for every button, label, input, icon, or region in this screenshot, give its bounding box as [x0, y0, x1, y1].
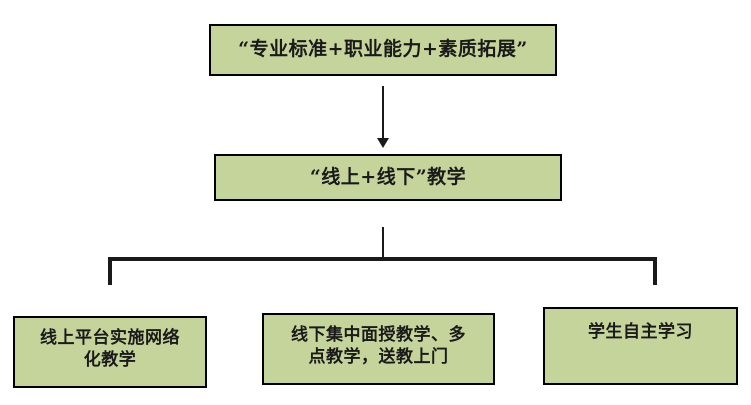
node-teaching-mode: “线上+线下”教学 — [214, 154, 562, 201]
node-online-platform-teaching-label: 线上平台实施网络 化教学 — [40, 328, 180, 371]
node-online-platform-teaching: 线上平台实施网络 化教学 — [13, 316, 207, 388]
node-professional-standards: “专业标准+职业能力+素质拓展” — [209, 24, 557, 76]
node-offline-face-to-face-teaching: 线下集中面授教学、多 点教学，送教上门 — [262, 313, 495, 385]
node-professional-standards-label: “专业标准+职业能力+素质拓展” — [238, 38, 528, 61]
node-student-self-study-label: 学生自主学习 — [588, 322, 693, 342]
arrow-line-standards-to-mode — [382, 86, 384, 140]
bracket-left-drop-line — [108, 257, 112, 285]
arrow-head-icon — [377, 138, 389, 148]
node-student-self-study: 学生自主学习 — [543, 307, 738, 385]
bracket-horizontal-bar — [108, 257, 657, 261]
node-offline-face-to-face-teaching-label: 线下集中面授教学、多 点教学，送教上门 — [291, 325, 466, 368]
bracket-right-drop-line — [653, 257, 657, 285]
node-teaching-mode-label: “线上+线下”教学 — [309, 165, 467, 188]
bracket-stem-line — [382, 227, 384, 259]
